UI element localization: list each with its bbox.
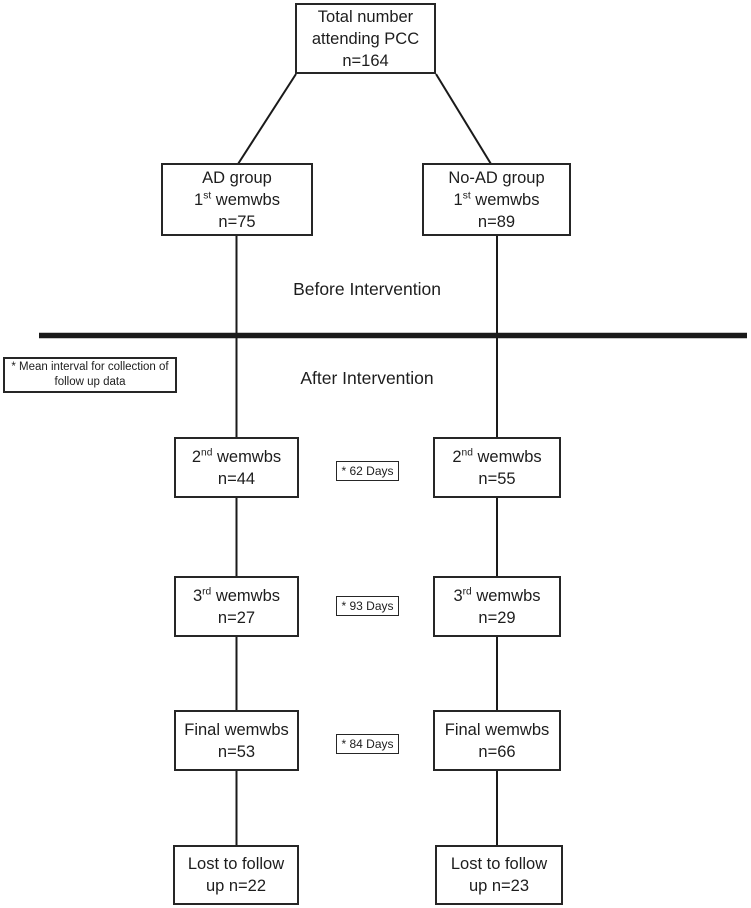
ad-third-wemwbs-box: 3rd wemwbs n=27: [174, 576, 299, 637]
ad-third-count: n=27: [217, 608, 256, 627]
ad-lost-line-2: up n=22: [205, 877, 267, 895]
interval-93-days-box: * 93 Days: [336, 596, 399, 616]
noad-lost-line-1: Lost to follow: [450, 855, 548, 873]
noad-lost-to-followup-box: Lost to follow up n=23: [435, 845, 563, 905]
noad-final-label: Final wemwbs: [444, 720, 550, 739]
ad-final-count: n=53: [217, 742, 256, 761]
noad-group-name: No-AD group: [448, 168, 545, 187]
ad-final-wemwbs-box: Final wemwbs n=53: [174, 710, 299, 771]
ad-group-wave: 1st wemwbs: [194, 190, 280, 209]
ad-group-name: AD group: [202, 168, 272, 187]
total-line-1: Total number: [317, 7, 414, 26]
noad-third-wemwbs-box: 3rd wemwbs n=29: [433, 576, 561, 637]
ad-group-box: AD group 1st wemwbs n=75: [161, 163, 313, 236]
ad-second-wemwbs-box: 2nd wemwbs n=44: [174, 437, 299, 498]
noad-third-count: n=29: [478, 608, 516, 627]
noad-third-wave: 3rd wemwbs: [453, 586, 541, 605]
noad-group-wave: 1st wemwbs: [453, 190, 540, 209]
interval-62-days-box: * 62 Days: [336, 461, 399, 481]
ad-lost-to-followup-box: Lost to follow up n=22: [173, 845, 299, 905]
noad-group-box: No-AD group 1st wemwbs n=89: [422, 163, 571, 236]
noad-final-count: n=66: [478, 742, 516, 761]
interval-84-days-box: * 84 Days: [336, 734, 399, 754]
noad-second-wave: 2nd wemwbs: [452, 447, 542, 466]
before-intervention-label: Before Intervention: [293, 279, 441, 299]
noad-group-count: n=89: [477, 212, 516, 231]
diagonal-top-to-noad: [435, 73, 492, 165]
ad-group-count: n=75: [218, 212, 256, 231]
noad-lost-line-2: up n=23: [468, 877, 530, 895]
total-line-2: attending PCC: [311, 29, 420, 48]
after-intervention-label: After Intervention: [300, 368, 434, 388]
noad-second-wemwbs-box: 2nd wemwbs n=55: [433, 437, 561, 498]
noad-final-wemwbs-box: Final wemwbs n=66: [433, 710, 561, 771]
ad-lost-line-1: Lost to follow: [187, 855, 285, 873]
note-line-2: follow up data: [54, 376, 126, 388]
mean-interval-note-box: * Mean interval for collection of follow…: [3, 357, 177, 393]
total-attending-box: Total number attending PCC n=164: [295, 3, 436, 74]
note-line-1: * Mean interval for collection of: [11, 361, 169, 373]
ad-final-label: Final wemwbs: [184, 720, 289, 739]
ad-second-count: n=44: [217, 469, 256, 488]
ad-third-wave: 3rd wemwbs: [192, 586, 281, 605]
noad-second-count: n=55: [478, 469, 516, 488]
ad-second-wave: 2nd wemwbs: [191, 447, 282, 466]
diagonal-top-to-ad: [237, 73, 297, 165]
total-count: n=164: [342, 51, 389, 70]
